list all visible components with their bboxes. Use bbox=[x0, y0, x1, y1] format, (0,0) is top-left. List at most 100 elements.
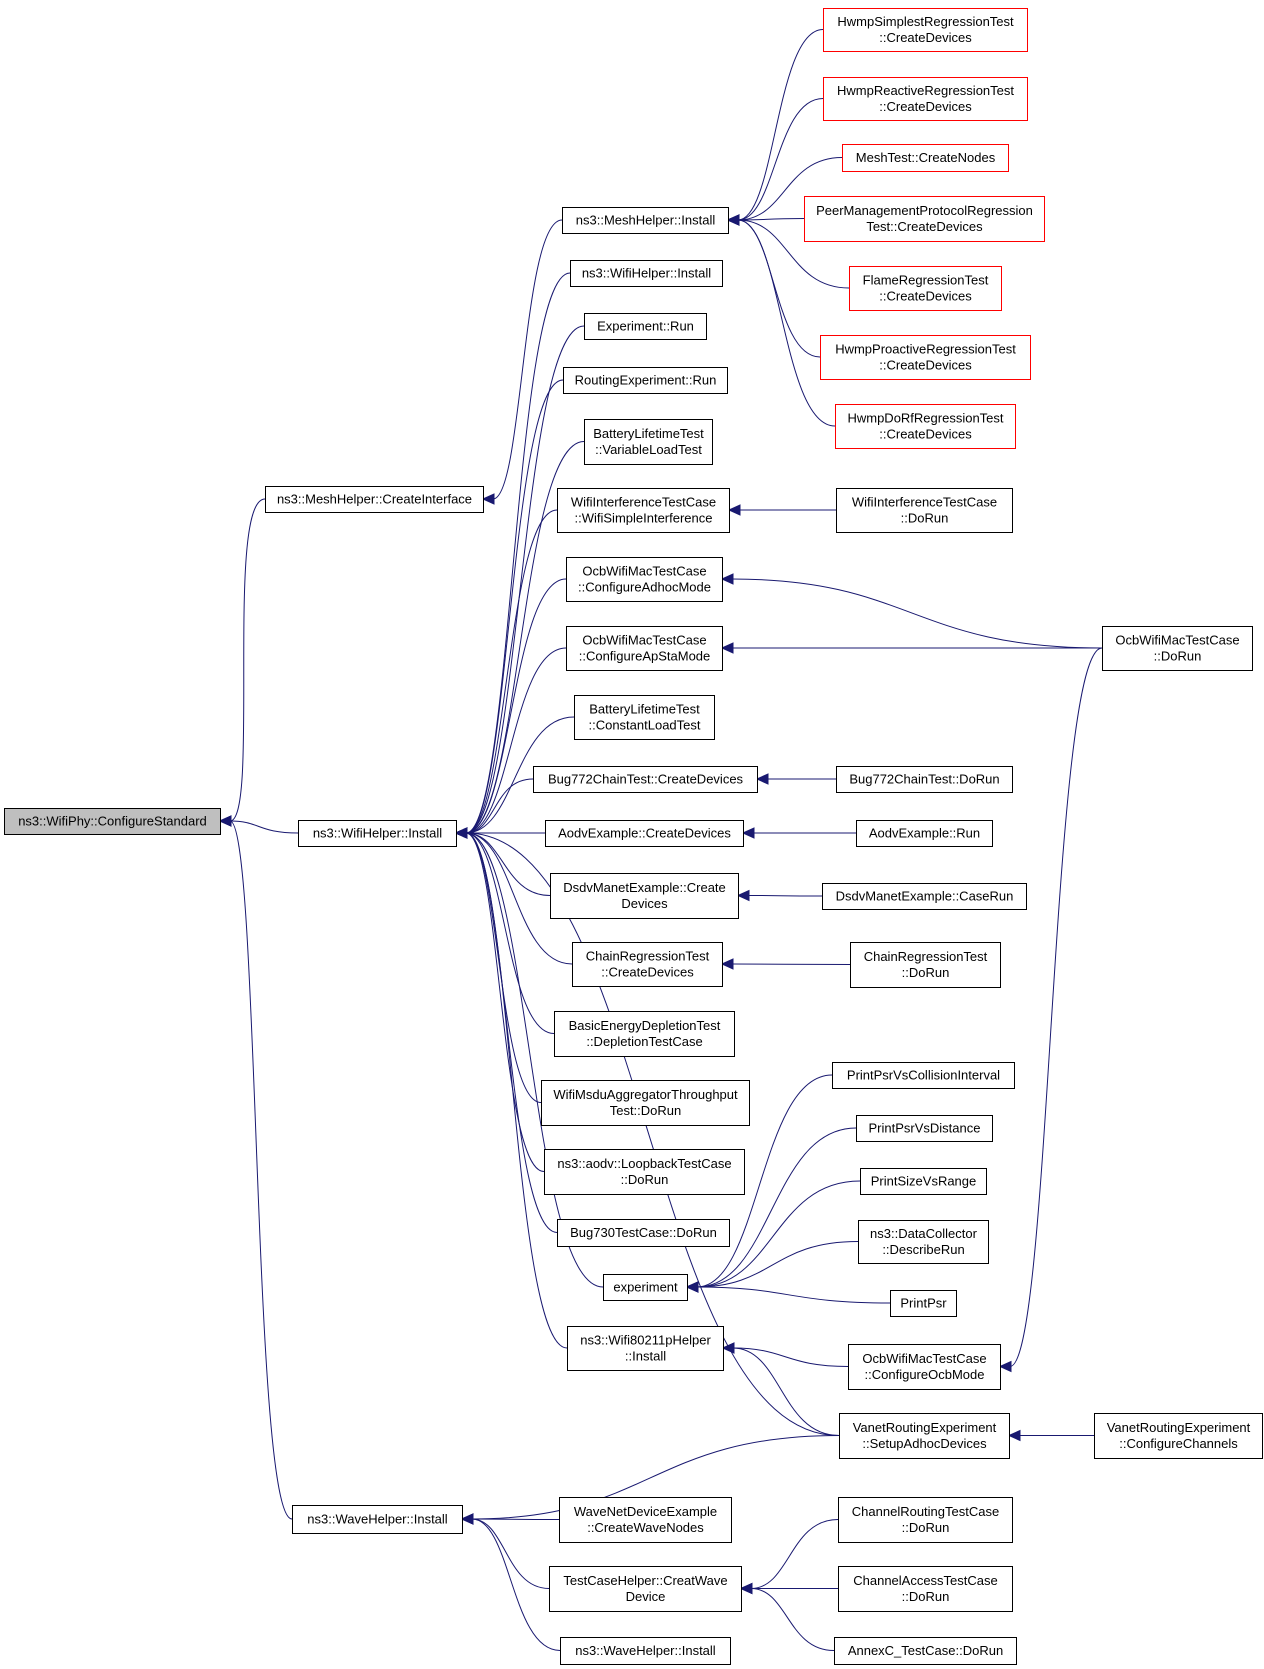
node-label: MeshTest::CreateNodes bbox=[856, 150, 996, 165]
graph-node-wifi-helper-install[interactable]: ns3::WifiHelper::Install bbox=[298, 820, 457, 847]
node-label: ns3::WifiHelper::Install bbox=[582, 266, 711, 281]
node-label: PeerManagementProtocolRegression bbox=[816, 203, 1033, 218]
call-edge bbox=[465, 832, 604, 1288]
graph-node-basic-energy[interactable]: BasicEnergyDepletionTest::DepletionTestC… bbox=[554, 1011, 735, 1057]
call-edge bbox=[737, 219, 836, 427]
graph-node-hwmp-simplest[interactable]: HwmpSimplestRegressionTest::CreateDevice… bbox=[823, 8, 1028, 52]
node-label: Bug730TestCase::DoRun bbox=[570, 1225, 717, 1240]
graph-node-dsdv-case-run[interactable]: DsdvManetExample::CaseRun bbox=[822, 883, 1027, 910]
graph-node-ocb-do-run[interactable]: OcbWifiMacTestCase::DoRun bbox=[1102, 626, 1253, 671]
graph-node-aodv-loopback[interactable]: ns3::aodv::LoopbackTestCase::DoRun bbox=[544, 1149, 745, 1195]
graph-node-mesh-create-interface[interactable]: ns3::MeshHelper::CreateInterface bbox=[265, 486, 484, 513]
node-label: Bug772ChainTest::CreateDevices bbox=[548, 772, 744, 787]
call-edge bbox=[696, 1127, 857, 1288]
node-label: VanetRoutingExperiment bbox=[853, 1420, 997, 1435]
graph-node-annex-c[interactable]: AnnexC_TestCase::DoRun bbox=[834, 1637, 1017, 1665]
graph-node-mesh-test-nodes[interactable]: MeshTest::CreateNodes bbox=[842, 144, 1009, 172]
node-label: ns3::WifiPhy::ConfigureStandard bbox=[18, 814, 207, 829]
call-edge bbox=[465, 578, 567, 834]
node-label: PrintPsrVsDistance bbox=[869, 1121, 981, 1136]
graph-node-experiment-run[interactable]: Experiment::Run bbox=[584, 313, 707, 340]
node-label: OcbWifiMacTestCase bbox=[1115, 633, 1239, 648]
graph-node-bug772-create[interactable]: Bug772ChainTest::CreateDevices bbox=[533, 766, 758, 793]
call-edge bbox=[747, 895, 823, 897]
graph-node-peer-mgmt[interactable]: PeerManagementProtocolRegressionTest::Cr… bbox=[804, 196, 1045, 242]
graph-node-routing-experiment-run[interactable]: RoutingExperiment::Run bbox=[563, 367, 728, 394]
graph-node-wave-helper-install2[interactable]: ns3::WaveHelper::Install bbox=[560, 1637, 731, 1665]
graph-node-ocb-configure-ocb[interactable]: OcbWifiMacTestCase::ConfigureOcbMode bbox=[848, 1344, 1001, 1390]
node-label: BatteryLifetimeTest bbox=[593, 426, 704, 441]
graph-node-battery-variable[interactable]: BatteryLifetimeTest::VariableLoadTest bbox=[584, 419, 713, 465]
graph-node-aodv-run[interactable]: AodvExample::Run bbox=[856, 820, 993, 847]
graph-node-aodv-create[interactable]: AodvExample::CreateDevices bbox=[545, 820, 744, 847]
graph-node-chain-do-run[interactable]: ChainRegressionTest::DoRun bbox=[850, 942, 1001, 988]
node-label: ::DoRun bbox=[902, 1589, 950, 1604]
edge-arrowhead bbox=[454, 827, 468, 839]
node-label: PrintSizeVsRange bbox=[871, 1174, 977, 1189]
node-label: ns3::WifiHelper::Install bbox=[313, 826, 442, 841]
node-label: ns3::WaveHelper::Install bbox=[307, 1512, 448, 1527]
node-label: RoutingExperiment::Run bbox=[575, 373, 717, 388]
call-edge bbox=[465, 647, 567, 834]
node-label: AodvExample::CreateDevices bbox=[558, 826, 731, 841]
node-box bbox=[584, 419, 713, 465]
graph-node-wave-net-device[interactable]: WaveNetDeviceExample::CreateWaveNodes bbox=[559, 1497, 732, 1543]
node-label: BasicEnergyDepletionTest bbox=[569, 1018, 721, 1033]
graph-node-ocb-adhoc[interactable]: OcbWifiMacTestCase::ConfigureAdhocMode bbox=[566, 557, 723, 602]
graph-node-data-collector[interactable]: ns3::DataCollector::DescribeRun bbox=[858, 1220, 989, 1264]
call-edge bbox=[465, 832, 573, 965]
graph-node-hwmp-do-rf[interactable]: HwmpDoRfRegressionTest::CreateDevices bbox=[835, 404, 1016, 449]
graph-node-channel-access[interactable]: ChannelAccessTestCase::DoRun bbox=[838, 1566, 1013, 1612]
graph-node-chain-create[interactable]: ChainRegressionTest::CreateDevices bbox=[572, 942, 723, 987]
call-edge bbox=[471, 1518, 560, 1520]
node-label: WifiMsduAggregatorThroughput bbox=[553, 1087, 738, 1102]
graph-node-print-size-vs-range[interactable]: PrintSizeVsRange bbox=[860, 1168, 987, 1195]
node-box bbox=[298, 820, 457, 847]
node-box bbox=[292, 1505, 463, 1534]
node-label: OcbWifiMacTestCase bbox=[582, 564, 706, 579]
call-edge bbox=[465, 832, 568, 1349]
node-box bbox=[550, 873, 739, 919]
call-edge bbox=[465, 832, 558, 1233]
node-label: ::ConfigureChannels bbox=[1119, 1436, 1238, 1451]
graph-node-wifi80211p[interactable]: ns3::Wifi80211pHelper::Install bbox=[567, 1326, 724, 1371]
graph-node-dsdv-create[interactable]: DsdvManetExample::CreateDevices bbox=[550, 873, 739, 919]
graph-node-root[interactable]: ns3::WifiPhy::ConfigureStandard bbox=[4, 808, 221, 835]
node-label: HwmpProactiveRegressionTest bbox=[835, 342, 1016, 357]
call-edge bbox=[737, 29, 824, 221]
call-edge bbox=[465, 778, 534, 834]
graph-node-hwmp-proactive[interactable]: HwmpProactiveRegressionTest::CreateDevic… bbox=[820, 335, 1031, 380]
graph-node-battery-constant[interactable]: BatteryLifetimeTest::ConstantLoadTest bbox=[574, 695, 715, 740]
graph-node-print-psr[interactable]: PrintPsr bbox=[890, 1290, 957, 1317]
graph-node-mesh-install[interactable]: ns3::MeshHelper::Install bbox=[562, 207, 729, 234]
graph-node-print-psr-vs-collision[interactable]: PrintPsrVsCollisionInterval bbox=[832, 1062, 1015, 1089]
edge-arrowhead bbox=[720, 642, 734, 654]
graph-node-print-psr-vs-distance[interactable]: PrintPsrVsDistance bbox=[856, 1115, 993, 1142]
edge-arrowhead bbox=[721, 1342, 735, 1354]
node-label: ns3::MeshHelper::Install bbox=[576, 213, 716, 228]
graph-node-wifi-helper-install2[interactable]: ns3::WifiHelper::Install bbox=[570, 260, 723, 287]
call-edge bbox=[471, 1518, 550, 1589]
node-box bbox=[822, 883, 1027, 910]
call-edge bbox=[465, 832, 542, 1103]
graph-node-wifi-interference-simple[interactable]: WifiInterferenceTestCase::WifiSimpleInte… bbox=[557, 488, 730, 533]
graph-node-vanet-configure[interactable]: VanetRoutingExperiment::ConfigureChannel… bbox=[1094, 1413, 1263, 1459]
graph-node-channel-routing[interactable]: ChannelRoutingTestCase::DoRun bbox=[838, 1497, 1013, 1543]
graph-node-wave-helper-install[interactable]: ns3::WaveHelper::Install bbox=[292, 1505, 463, 1534]
node-label: OcbWifiMacTestCase bbox=[582, 633, 706, 648]
graph-node-vanet-setup[interactable]: VanetRoutingExperiment::SetupAdhocDevice… bbox=[839, 1413, 1010, 1459]
graph-node-hwmp-reactive[interactable]: HwmpReactiveRegressionTest::CreateDevice… bbox=[823, 77, 1028, 121]
edge-arrowhead bbox=[218, 815, 232, 827]
graph-node-ocb-ap-sta[interactable]: OcbWifiMacTestCase::ConfigureApStaMode bbox=[566, 626, 723, 671]
graph-node-experiment[interactable]: experiment bbox=[603, 1274, 688, 1301]
node-label: HwmpReactiveRegressionTest bbox=[837, 83, 1014, 98]
node-box bbox=[544, 1149, 745, 1195]
node-label: ns3::Wifi80211pHelper bbox=[580, 1333, 711, 1348]
call-edge bbox=[465, 509, 558, 834]
graph-node-wifi-interference-do-run[interactable]: WifiInterferenceTestCase::DoRun bbox=[836, 488, 1013, 533]
graph-node-bug730[interactable]: Bug730TestCase::DoRun bbox=[557, 1219, 730, 1247]
graph-node-flame[interactable]: FlameRegressionTest::CreateDevices bbox=[849, 266, 1002, 311]
graph-node-bug772-do-run[interactable]: Bug772ChainTest::DoRun bbox=[836, 766, 1013, 793]
